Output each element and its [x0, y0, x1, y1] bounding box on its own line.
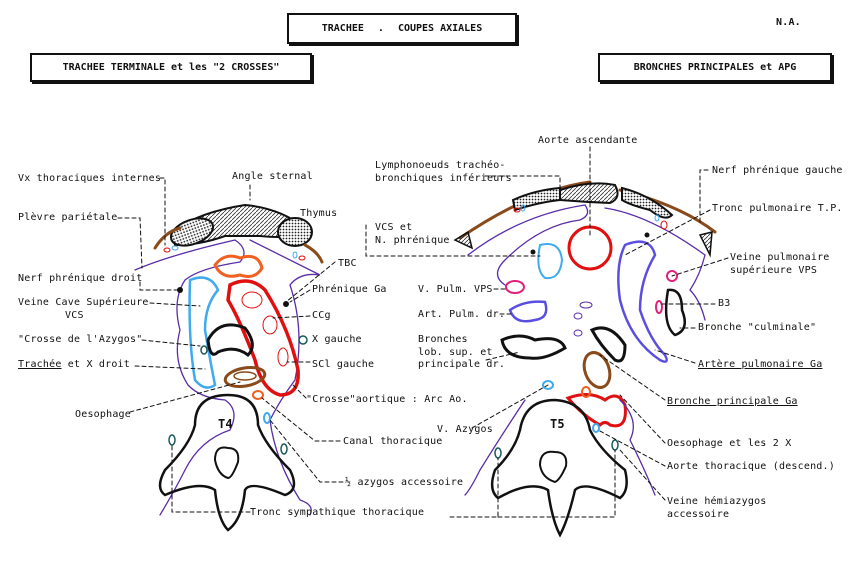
right-section-title-text: BRONCHES PRINCIPALES et APG: [633, 62, 797, 73]
label-bronche-culminale: Bronche "culminale": [698, 322, 817, 333]
label-vcs-line1: Veine Cave Supérieure: [18, 297, 149, 308]
tbc: [213, 254, 264, 278]
label-scl-gauche: SCl gauche: [312, 359, 375, 370]
label-bronches-line3: principale dr.: [418, 359, 506, 370]
label-thymus: Thymus: [300, 208, 338, 219]
label-t5: T5: [550, 417, 565, 431]
label-vx-thoraciques: Vx thoraciques internes: [18, 173, 162, 184]
pleura-left: [134, 239, 245, 516]
label-vps-line2: supérieure VPS: [730, 265, 818, 276]
title-dot: .: [377, 23, 384, 34]
label-v-azygos: V. Azygos: [437, 424, 493, 435]
label-x-gauche: X gauche: [312, 334, 362, 345]
label-hemiazygos-line1: Veine hémiazygos: [667, 496, 767, 507]
label-vps-line1: Veine pulmonaire: [730, 252, 830, 263]
vertebra-t5: [490, 398, 628, 538]
label-nerf-phrenique-droit: Nerf phrénique droit: [18, 273, 143, 284]
label-b3: B3: [718, 298, 731, 309]
label-bronche-principale-ga: Bronche principale Ga: [667, 396, 798, 407]
label-angle-sternal: Angle sternal: [232, 171, 313, 182]
bronches-dr: [500, 334, 567, 360]
oesophagus-t5: [582, 351, 612, 389]
vertebra-t4: [158, 393, 296, 532]
label-oesophage: Oesophage: [75, 409, 131, 420]
label-crosse-aortique: "Crosse"aortique : Arc Ao.: [306, 394, 468, 405]
author-initials: N.A.: [776, 17, 801, 28]
thymus-left: [169, 217, 215, 247]
right-section-title: BRONCHES PRINCIPALES et APG: [598, 53, 832, 82]
label-bronches-line1: Bronches: [418, 334, 468, 345]
label-lymph-line1: Lymphonoeuds trachéo-: [375, 160, 506, 171]
oesophagus: [223, 365, 267, 389]
aortic-arch: [226, 279, 300, 397]
label-demi-azygos: ½ azygos accessoire: [345, 477, 464, 488]
label-oesophage-2x: Oesophage et les 2 X: [667, 438, 792, 449]
thymus-right: [277, 217, 313, 247]
label-artere-pulm-ga: Artère pulmonaire Ga: [698, 359, 823, 370]
pleura-right: [249, 239, 321, 516]
title-box: TRACHEE . COUPES AXIALES: [287, 13, 517, 44]
label-v-pulm-vps: V. Pulm. VPS: [418, 284, 493, 295]
label-aorte-thoracique: Aorte thoracique (descend.): [667, 461, 835, 472]
label-x-droit: et X droit: [67, 359, 130, 370]
label-phrenique-ga: Phrénique Ga: [312, 284, 387, 295]
title-part1: TRACHEE: [321, 23, 364, 34]
label-plevre: Plèvre pariétale: [18, 212, 118, 223]
label-vcs-line2: VCS: [65, 310, 84, 321]
label-lymph-line2: bronchiques inférieurs: [375, 173, 512, 184]
label-hemiazygos-line2: accessoire: [667, 509, 730, 520]
left-section-title: TRACHEE TERMINALE et les "2 CROSSES": [30, 53, 312, 82]
label-t4: T4: [218, 417, 233, 431]
vcs-t5: [537, 243, 564, 280]
label-trachee: Trachée et X droit: [18, 359, 130, 371]
trachea: [206, 323, 254, 357]
title-part2: COUPES AXIALES: [397, 23, 483, 34]
label-tbc: TBC: [338, 258, 357, 269]
label-tronc-pulmonaire: Tronc pulmonaire T.P.: [712, 203, 843, 214]
leader-lines: [117, 146, 729, 518]
label-tronc-sympathique: Tronc sympathique thoracique: [250, 507, 425, 518]
label-art-pulm-dr: Art. Pulm. dr.: [418, 309, 506, 320]
pulmonary-trunk: [617, 240, 668, 363]
art-pulm-dr: [508, 300, 548, 323]
label-vcs-et: VCS et: [375, 222, 413, 233]
right-section-drawing: [453, 180, 717, 538]
left-section-title-text: TRACHEE TERMINALE et les "2 CROSSES": [62, 62, 280, 73]
bronche-culminale: [664, 288, 687, 337]
label-aorte-ascendante: Aorte ascendante: [538, 135, 638, 146]
label-trachee-word: Trachée: [18, 359, 62, 370]
label-bronches-line2: lob. sup. et: [418, 347, 493, 358]
label-canal-thoracique: Canal thoracique: [343, 436, 443, 447]
label-ccg: CCg: [312, 310, 331, 321]
left-section-drawing: [134, 203, 324, 532]
label-nerf-phrenique-gauche: Nerf phrénique gauche: [712, 165, 843, 176]
label-n-phrenique: N. phrénique: [375, 235, 450, 246]
vcs: [188, 276, 220, 389]
label-crosse-azygos: "Crosse de l'Azygos": [18, 334, 143, 345]
